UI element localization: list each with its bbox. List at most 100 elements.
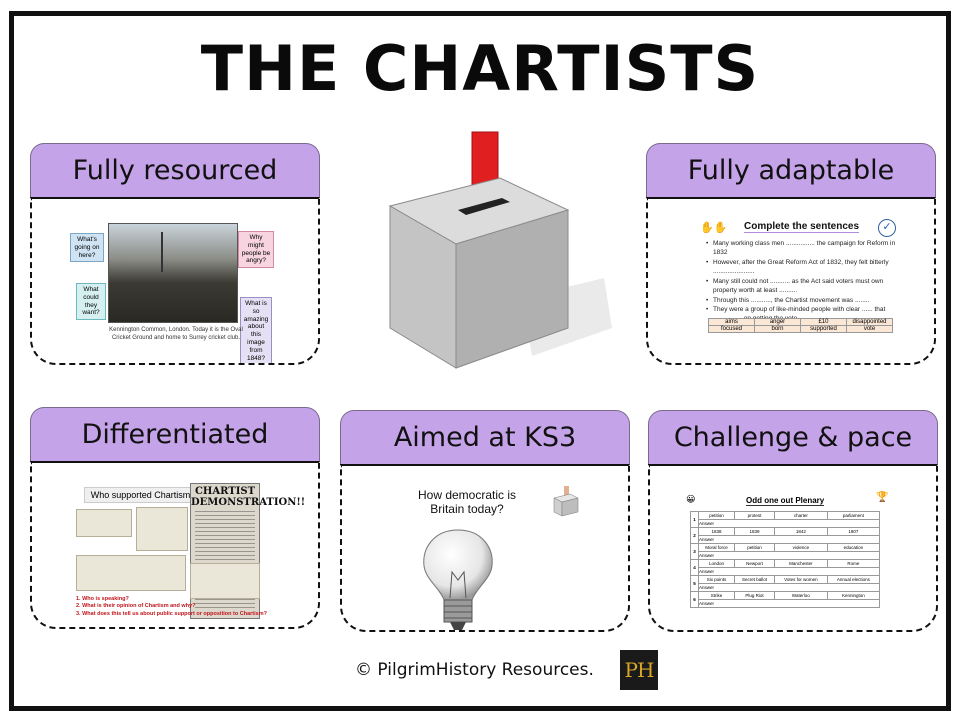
word-cell: disappointed xyxy=(846,318,893,326)
word-cell: Rome xyxy=(826,559,881,568)
quote-box xyxy=(136,507,188,551)
word-cell: charter xyxy=(773,511,828,520)
list-item: 3. What does this tell us about public s… xyxy=(76,610,267,617)
answer-row: Answer xyxy=(691,551,880,560)
word-cell: focused xyxy=(708,325,755,333)
answer-row: Answer xyxy=(691,583,880,592)
card-thumbnail: ✋✋ Complete the sentences ✓ Many working… xyxy=(646,197,936,365)
card-header: Differentiated xyxy=(30,407,320,461)
answer-row: Answer xyxy=(691,519,880,528)
word-cell: London xyxy=(697,559,736,568)
word-cell: violence xyxy=(773,543,828,552)
card-thumbnail: What's going on here? Why might people b… xyxy=(30,197,320,365)
word-cell: Six points xyxy=(697,575,736,584)
list-item: 2. What is their opinion of Chartism and… xyxy=(76,603,196,610)
word-cell: Plug Riot xyxy=(734,591,775,600)
row-number: 4 xyxy=(690,559,699,576)
quote-box xyxy=(190,563,260,599)
word-cell: Newport xyxy=(734,559,775,568)
answer-cell: Answer xyxy=(698,551,880,560)
answer-cell: Answer xyxy=(698,567,880,576)
word-cell: supported xyxy=(800,325,847,333)
word-cell: 1839 xyxy=(734,527,775,536)
row-number: 3 xyxy=(690,543,699,560)
card-header: Fully resourced xyxy=(30,143,320,197)
word-cell: Annual elections xyxy=(826,575,881,584)
card-header: Challenge & pace xyxy=(648,410,938,464)
ballot-box-illustration xyxy=(388,131,612,369)
word-bank: aims anger £10 disappointed focused born… xyxy=(708,318,893,333)
publisher-logo: PH xyxy=(620,650,658,690)
card-challenge-pace: Challenge & pace 😀 Odd one out Plenary 🏆… xyxy=(648,410,938,632)
question-box: What's going on here? xyxy=(70,233,104,263)
card-thumbnail: Who supported Chartism? CHARTIST DEMONST… xyxy=(30,461,320,629)
word-cell: Strike xyxy=(697,591,736,600)
image-caption: Kennington Common, London. Today it is t… xyxy=(109,327,243,341)
lightbulb-icon xyxy=(423,529,493,630)
list-item: 1. Who is speaking? xyxy=(76,596,129,602)
quote-box xyxy=(76,509,132,537)
row-number: 5 xyxy=(690,575,699,592)
word-cell: 1838 xyxy=(697,527,736,536)
worksheet-heading: Complete the sentences xyxy=(744,221,860,233)
page-title: THE CHARTISTS xyxy=(200,32,760,105)
word-cell: parliament xyxy=(826,511,881,520)
row-number: 2 xyxy=(690,527,699,544)
answer-row: Answer xyxy=(691,567,880,576)
word-cell: protest xyxy=(734,511,775,520)
handshake-icon: ✋✋ xyxy=(700,222,728,234)
word-cell: petition xyxy=(734,543,775,552)
emoji-icon: 😀 xyxy=(686,494,696,504)
worksheet-heading: Odd one out Plenary xyxy=(746,496,825,506)
answer-row: Answer xyxy=(691,535,880,544)
worksheet-heading: Who supported Chartism? xyxy=(84,487,202,503)
word-cell: 1842 xyxy=(773,527,828,536)
word-cell: Waterloo xyxy=(773,591,828,600)
answer-cell: Answer xyxy=(698,519,880,528)
list-item: Through this ..........., the Chartist m… xyxy=(706,296,906,306)
crowd-image xyxy=(108,223,238,323)
card-header: Aimed at KS3 xyxy=(340,410,630,464)
question-list: 1. Who is speaking? 2. What is their opi… xyxy=(76,596,267,618)
discussion-question: How democratic is Britain today? xyxy=(417,488,517,517)
answer-cell: Answer xyxy=(698,599,880,608)
word-cell: born xyxy=(754,325,801,333)
word-cell: Kennington xyxy=(826,591,881,600)
poster-title: CHARTIST DEMONSTRATION!! xyxy=(191,486,306,508)
card-aimed-ks3: Aimed at KS3 How democratic is Britain t… xyxy=(340,410,630,632)
word-cell: aims xyxy=(708,318,755,326)
row-number: 1 xyxy=(690,511,699,528)
ballot-box-icon xyxy=(553,486,579,517)
card-header: Fully adaptable xyxy=(646,143,936,197)
row-number: 6 xyxy=(690,591,699,608)
card-fully-adaptable: Fully adaptable ✋✋ Complete the sentence… xyxy=(646,143,936,365)
copyright-text: © PilgrimHistory Resources. xyxy=(355,660,594,680)
word-cell: education xyxy=(826,543,881,552)
answer-cell: Answer xyxy=(698,583,880,592)
checkmark-icon: ✓ xyxy=(878,219,896,237)
question-box: What could they want? xyxy=(76,283,106,321)
word-cell: Votes for women xyxy=(773,575,828,584)
card-differentiated: Differentiated Who supported Chartism? C… xyxy=(30,407,320,629)
word-cell: anger xyxy=(754,318,801,326)
card-thumbnail: How democratic is Britain today? xyxy=(340,464,630,632)
word-cell: vote xyxy=(846,325,893,333)
list-item: Many still could not ........... as the … xyxy=(706,277,906,296)
quote-box xyxy=(76,555,186,591)
word-cell: Moral force xyxy=(697,543,736,552)
answer-row: Answer xyxy=(691,599,880,608)
list-item: Many working class men ................ … xyxy=(706,239,906,258)
list-item: However, after the Great Reform Act of 1… xyxy=(706,258,906,277)
question-box: Why might people be angry? xyxy=(238,231,274,269)
question-box: What is so amazing about this image from… xyxy=(240,297,272,363)
word-cell: 1807 xyxy=(826,527,881,536)
sentence-list: Many working class men ................ … xyxy=(706,239,906,324)
word-cell: £10 xyxy=(800,318,847,326)
